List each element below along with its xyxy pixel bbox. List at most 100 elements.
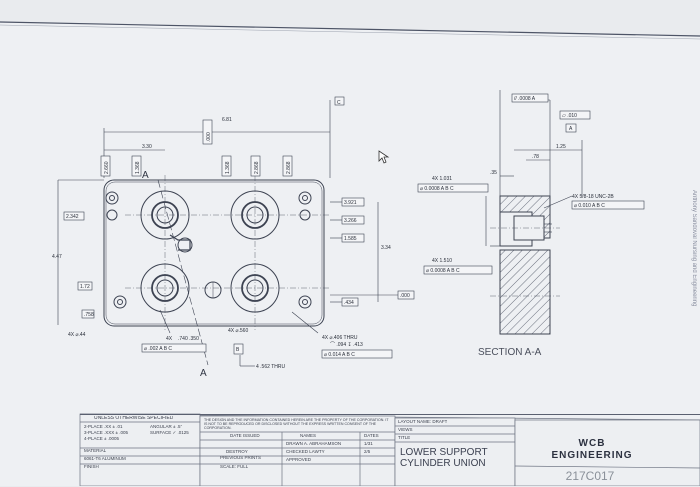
dim-left-172: 1.72 (80, 284, 90, 290)
note-thread: 4X ⌀.406 THRU (322, 335, 358, 341)
tb-checked: CHECKED LAWTY (286, 450, 325, 454)
tb-tol-2: 3-PLACE .XXX ± .005 (84, 431, 128, 435)
tb-material-label: MATERIAL (84, 449, 107, 453)
paper-surface (0, 22, 700, 486)
sect-note-1031: 4X 1.031 (432, 176, 452, 182)
small-hole-tr (298, 191, 312, 205)
drawing-title: LOWER SUPPORT CYLINDER UNION (400, 447, 515, 469)
datum-b-label: B (236, 347, 240, 353)
tb-finish-label: FINISH (84, 465, 99, 469)
dim-left-x: 3.30 (142, 144, 152, 150)
small-hole-br (298, 295, 312, 309)
sect-fcf-1031: ⌀ 0.0008 A B C (420, 186, 454, 192)
company-name: WCB ENGINEERING (512, 438, 672, 462)
small-hole-ml (106, 209, 118, 221)
tb-destroy: DESTROY (226, 450, 248, 454)
dim-height-overall: 4.47 (52, 254, 62, 260)
sheet-border-inner (0, 24, 700, 40)
cursor-arrow-icon (378, 150, 390, 164)
sect-fcf-510: ⌀ 0.0008 A B C (426, 268, 460, 274)
tb-surface: SURFACE ✓ .0125 (150, 431, 189, 435)
dim-top-2868: 2.868 (254, 161, 260, 174)
dim-top-000: .000 (206, 132, 212, 142)
tb-scale: SCALE: FULL (220, 465, 249, 469)
tb-drawn-by: DRAWN A. ABRAHAMSON (286, 442, 342, 446)
sect-datum-a: A (569, 126, 573, 132)
drawing-title-line2: CYLINDER UNION (400, 458, 486, 469)
title-block (80, 414, 700, 487)
tb-approved: APPROVED (286, 458, 312, 462)
fcf-bottom: ⌀ .002 A B C (144, 346, 172, 352)
note-holes-560: 4X ⌀.560 (228, 328, 248, 334)
company-line1: WCB (578, 438, 606, 449)
dim-v-3921: 3.921 (344, 200, 357, 206)
dim-v-000: .000 (400, 293, 410, 299)
tb-unless-note: UNLESS OTHERWISE SPECIFIED (94, 416, 174, 421)
tb-date-issued: DATE ISSUED (230, 434, 260, 438)
dim-left-2342: 2.342 (66, 214, 79, 220)
slot-hole-left (177, 237, 193, 253)
plate-outline (103, 179, 325, 327)
left-dimensions (57, 179, 104, 325)
sect-dim-35: .35 (490, 170, 497, 176)
company-line2: ENGINEERING (551, 450, 633, 461)
top-dimensions (100, 96, 345, 178)
tb-prev-prints: PREVIOUS PRINTS (220, 456, 262, 460)
bottom-notes (141, 309, 393, 367)
sect-dim-125: 1.25 (556, 144, 566, 150)
dim-top-2868b: 2.868 (286, 161, 292, 174)
dim-v-1585: 1.585 (344, 236, 357, 242)
tb-dates-label: DATES (364, 434, 379, 438)
section-label: SECTION A-A (478, 347, 542, 358)
dim-overall-width: 6.81 (222, 117, 232, 123)
tb-views: VIEWS (398, 428, 413, 432)
tb-layout-name: LAYOUT NAME: DRAFT (398, 420, 448, 424)
dim-v-3266: 3.266 (344, 218, 357, 224)
dim-left-758: .758 (84, 312, 94, 318)
sect-fcf-thread: ⌀ 0.010 A B C (574, 203, 605, 209)
tb-title-label: TITLE (398, 436, 411, 440)
section-body-lower (499, 249, 551, 335)
tb-checked-date: 2/5 (364, 450, 371, 454)
tb-angular: ANGULAR ± .5° (150, 425, 183, 429)
section-view (490, 195, 560, 335)
note-slot: 4 .562 THRU (256, 364, 285, 370)
dim-top-2660: 2.660 (104, 161, 110, 174)
note-thread-2: ⌒ .094 ↧ .413 (330, 342, 363, 348)
right-dimensions (330, 197, 415, 307)
dim-top-1368a: 1.368 (135, 161, 141, 174)
dim-top-1368b: 1.368 (225, 161, 231, 174)
fcf-thread: ⌀ 0.014 A B C (324, 352, 355, 358)
section-line (157, 179, 209, 366)
note-cbore-4x: 4X (166, 336, 173, 342)
sect-parallel: // .0008 A (514, 96, 536, 102)
title-block-grid (79, 413, 700, 486)
note-holes-844: 4X ⌀.44 (68, 332, 86, 338)
side-watermark: Anthony Sandoval Nursing and Engineering (691, 190, 697, 307)
sect-dim-78: .78 (532, 154, 539, 160)
note-cbore-vals: .740 .350 (178, 336, 199, 342)
tb-names-label: NAMES (300, 434, 317, 438)
plate-outline-inner (105, 181, 323, 325)
tb-drawn-date: 1/31 (364, 442, 373, 446)
section-marker-top: A (142, 170, 149, 181)
datum-c-label: C (337, 100, 341, 106)
drawing-number: 217C017 (565, 469, 615, 483)
tb-notes-text: THE DESIGN AND THE INFORMATION CONTAINED… (204, 418, 389, 430)
section-marker-bottom: A (200, 368, 207, 379)
sect-flatness: ⏥ .010 (562, 113, 577, 119)
sect-thread-label: 4X 5/8-18 UNC-2B (572, 194, 614, 200)
section-dimensions (417, 90, 645, 275)
small-hole-bl (113, 295, 127, 309)
dim-v-434: .434 (344, 300, 354, 306)
sheet-border-top (0, 21, 700, 37)
front-view (103, 175, 330, 366)
tb-tol-1: 2-PLACE .XX ± .01 (84, 425, 123, 429)
tb-tol-3: 4-PLACE ± .0005 (84, 437, 119, 441)
tb-material-value: 6061-T6 ALUMINUM (84, 457, 126, 461)
drawing-title-line1: LOWER SUPPORT (400, 447, 488, 458)
dim-v-334: 3.34 (381, 245, 391, 251)
small-hole-tl (105, 191, 119, 205)
